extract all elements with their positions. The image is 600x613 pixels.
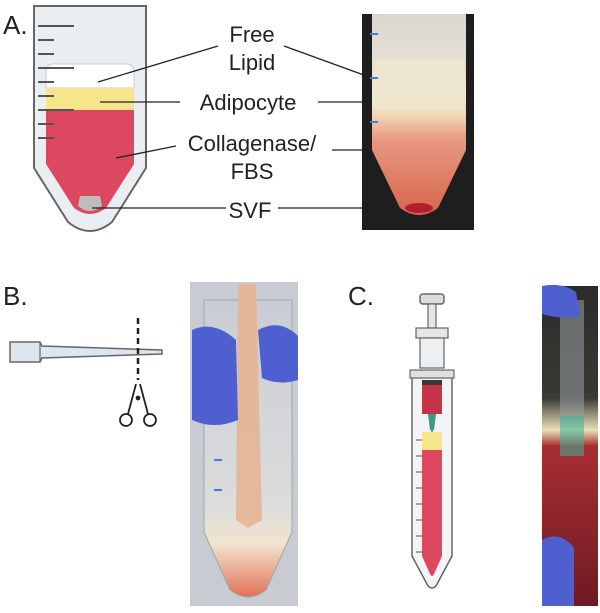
photo-a-centrifuge-tube: [362, 14, 474, 230]
tube-diagram-a: [33, 5, 147, 232]
label-collagenase-line2: FBS: [231, 159, 274, 184]
label-svf: SVF: [229, 198, 272, 223]
panel-c-letter: C.: [348, 281, 374, 311]
scissors-icon: [119, 383, 157, 427]
collagenase-layer: [46, 110, 134, 214]
photo-b-pipetting: [190, 282, 298, 606]
label-free-lipid-line2: Lipid: [229, 50, 275, 75]
panel-b-letter: B.: [3, 281, 28, 311]
tube-diagram-c: [409, 369, 455, 589]
photo-c-syringe-in-tube: [542, 284, 598, 606]
leader-lines-a: [92, 45, 378, 209]
adipocyte-layer: [46, 88, 134, 110]
label-free-lipid-line1: Free: [229, 22, 274, 47]
panel-a-letter: A.: [3, 10, 28, 40]
syringe-icon: [415, 293, 449, 369]
svf-layer: [78, 196, 102, 211]
pipette-tip-icon: [9, 341, 163, 363]
label-collagenase-line1: Collagenase/: [188, 131, 317, 156]
label-adipocyte: Adipocyte: [200, 90, 297, 115]
